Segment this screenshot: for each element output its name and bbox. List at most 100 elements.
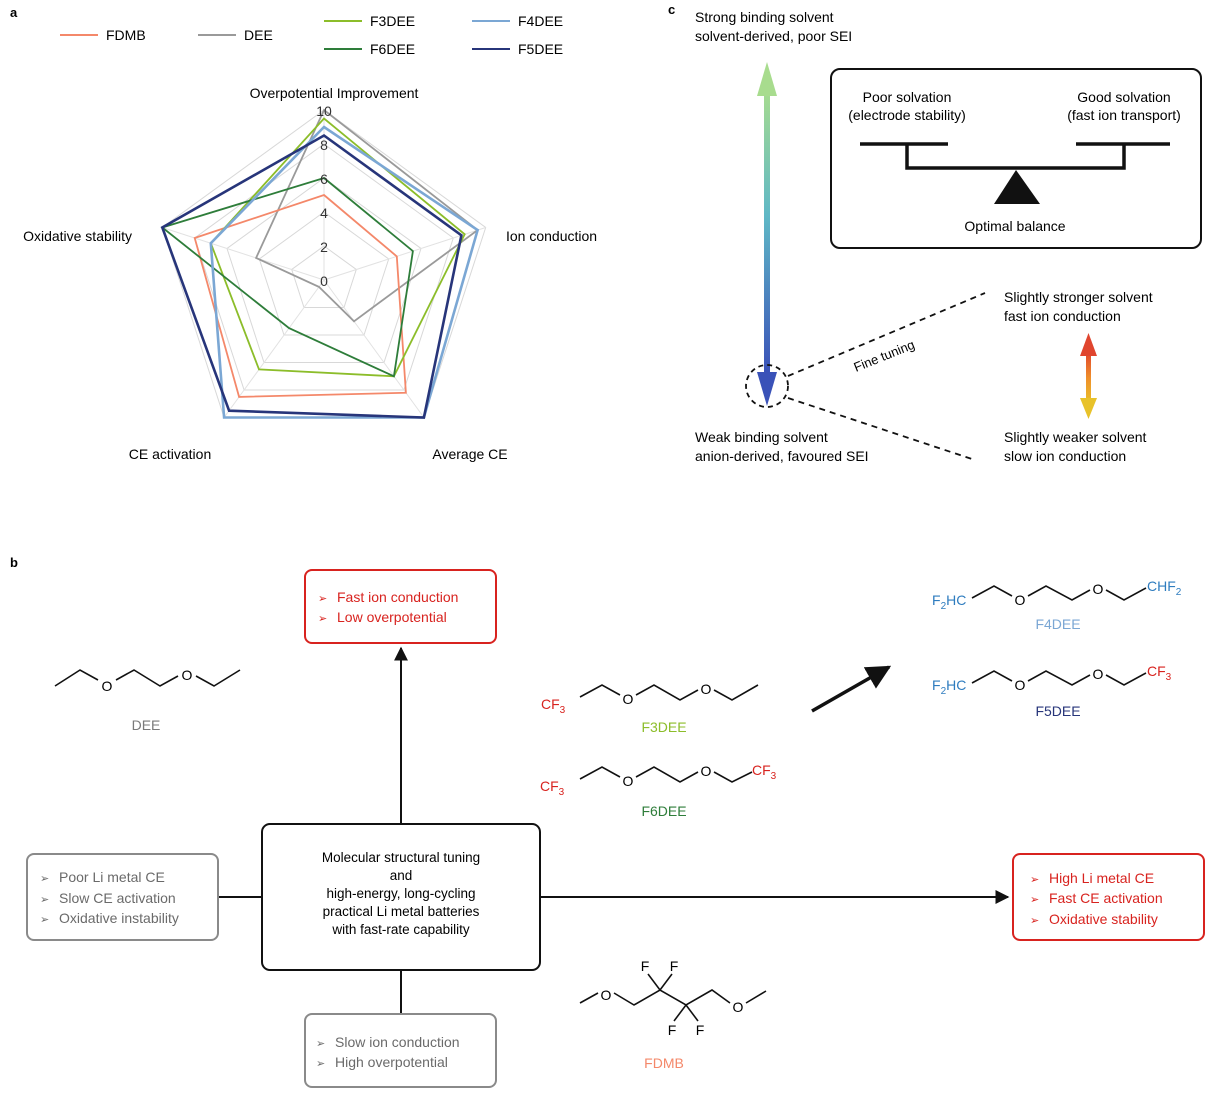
dee-oxygen-2: O xyxy=(182,667,193,683)
f3dee-cf-text: CF xyxy=(541,696,560,712)
top-item-2: Low overpotential xyxy=(337,609,447,625)
weak-binding-subtitle: anion-derived, favoured SEI xyxy=(695,448,869,464)
good-solvation-sublabel: (fast ion transport) xyxy=(1067,107,1181,123)
fine-arrow-head-down xyxy=(1080,398,1097,419)
fine-tuning-label: Fine tuning xyxy=(852,337,917,375)
radar-spoke xyxy=(323,227,486,281)
legend-label-fdmb: FDMB xyxy=(106,27,146,43)
fulcrum-icon xyxy=(994,170,1040,204)
bullet-icon: ➢ xyxy=(316,1058,325,1070)
left-item-3: Oxidative instability xyxy=(59,910,179,926)
bottom-item-2: High overpotential xyxy=(335,1054,448,1070)
panel-b: b Molecular structural tuning and high-e… xyxy=(10,555,1205,1088)
stronger-solvent-title: Slightly stronger solvent xyxy=(1004,289,1153,305)
balance-scale-icon xyxy=(860,142,1170,170)
molecule-f4dee: F2HC O O CHF2 F4DEE xyxy=(932,578,1182,632)
f6dee-cf-text-right: CF xyxy=(752,762,771,778)
axis-label-oxidative-stability: Oxidative stability xyxy=(23,228,132,244)
bottom-box xyxy=(304,1013,497,1088)
bullet-icon: ➢ xyxy=(318,613,327,625)
f6dee-cf-text-left: CF xyxy=(540,778,559,794)
panel-label-c: c xyxy=(668,2,675,17)
series-dee xyxy=(254,108,480,323)
radar-tick-label: 2 xyxy=(320,239,328,255)
radar-tick-label: 10 xyxy=(316,103,332,119)
f5dee-f-text: F xyxy=(932,677,941,693)
f5dee-oxygen-1: O xyxy=(1015,677,1026,693)
legend-label-dee: DEE xyxy=(244,27,273,43)
f5dee-f2hc-left: F2HC xyxy=(932,677,966,697)
molecule-f3dee: CF3 O O F3DEE xyxy=(541,681,759,735)
fdmb-name: FDMB xyxy=(644,1055,684,1071)
left-item-1: Poor Li metal CE xyxy=(59,869,165,885)
panel-a: a FDMB DEE F3DEE F4DEE F6DEE xyxy=(10,5,597,462)
molecule-f5dee: F2HC O O CF3 F5DEE xyxy=(932,663,1172,719)
arrow-head-up xyxy=(757,62,777,96)
f5dee-cf-text: CF xyxy=(1147,663,1166,679)
series-f5dee xyxy=(160,133,463,419)
strong-binding-subtitle: solvent-derived, poor SEI xyxy=(695,28,852,44)
f3dee-oxygen-2: O xyxy=(701,681,712,697)
radar-grid-ring xyxy=(194,143,454,391)
center-box-text: Molecular structural tuning and high-ene… xyxy=(322,850,480,937)
series-f4dee xyxy=(209,125,480,419)
f3dee-cf-subscript: 3 xyxy=(560,705,566,716)
left-box-items: ➢ Poor Li metal CE ➢ Slow CE activation … xyxy=(40,869,179,926)
radar-tick-label: 8 xyxy=(320,137,328,153)
radar-axis-labels: Overpotential Improvement Ion conduction… xyxy=(23,85,597,462)
bullet-icon: ➢ xyxy=(40,914,49,926)
f4dee-name: F4DEE xyxy=(1035,616,1080,632)
legend-label-f3dee: F3DEE xyxy=(370,13,415,29)
bullet-icon: ➢ xyxy=(316,1038,325,1050)
radar-spoke xyxy=(162,227,325,281)
center-line-1: Molecular structural tuning xyxy=(322,850,480,865)
legend: FDMB DEE F3DEE F4DEE F6DEE F5DEE xyxy=(60,13,563,57)
legend-item-f6dee: F6DEE xyxy=(324,41,415,57)
axis-label-overpotential: Overpotential Improvement xyxy=(250,85,419,101)
center-line-4: practical Li metal batteries xyxy=(323,904,480,919)
f4dee-chf-text: CHF xyxy=(1147,578,1176,594)
series-f6dee xyxy=(160,176,414,378)
panel-label-a: a xyxy=(10,5,18,20)
fdmb-fluorine-1: F xyxy=(641,958,650,974)
good-solvation-label: Good solvation xyxy=(1077,89,1170,105)
dee-oxygen-1: O xyxy=(102,678,113,694)
legend-item-f3dee: F3DEE xyxy=(324,13,415,29)
axis-label-average-ce: Average CE xyxy=(432,446,507,462)
left-box xyxy=(26,853,219,941)
f4dee-oxygen-2: O xyxy=(1093,581,1104,597)
bottom-item-1: Slow ion conduction xyxy=(335,1034,460,1050)
f4dee-chf-subscript: 2 xyxy=(1176,587,1182,598)
f3dee-name: F3DEE xyxy=(641,719,686,735)
arrow-f3dee-to-f4dee xyxy=(811,665,892,713)
series-fdmb xyxy=(193,193,407,398)
fdmb-oxygen-1: O xyxy=(601,987,612,1003)
dashed-line-upper xyxy=(787,292,986,377)
fdmb-fluorine-4: F xyxy=(696,1022,705,1038)
weaker-solvent-title: Slightly weaker solvent xyxy=(1004,429,1147,445)
bullet-icon: ➢ xyxy=(40,894,49,906)
center-line-5: with fast-rate capability xyxy=(331,922,470,937)
bullet-icon: ➢ xyxy=(1030,915,1039,927)
f5dee-hc-text: HC xyxy=(946,677,966,693)
balance-box xyxy=(830,68,1202,249)
legend-label-f5dee: F5DEE xyxy=(518,41,563,57)
poor-solvation-label: Poor solvation xyxy=(863,89,952,105)
f4dee-hc-text: HC xyxy=(946,592,966,608)
radar-grid-ring xyxy=(258,211,390,336)
legend-label-f4dee: F4DEE xyxy=(518,13,563,29)
f6dee-cf3-left: CF3 xyxy=(540,778,565,798)
fdmb-fluorine-2: F xyxy=(670,958,679,974)
f4dee-f2hc-left: F2HC xyxy=(932,592,966,612)
legend-label-f6dee: F6DEE xyxy=(370,41,415,57)
bottom-box-items: ➢ Slow ion conduction ➢ High overpotenti… xyxy=(316,1034,460,1070)
weaker-solvent-subtitle: slow ion conduction xyxy=(1004,448,1126,464)
f6dee-name: F6DEE xyxy=(641,803,686,819)
f6dee-cf-subscript-left: 3 xyxy=(559,787,565,798)
f6dee-cf-subscript-right: 3 xyxy=(771,771,777,782)
optimal-balance-label: Optimal balance xyxy=(964,218,1065,234)
poor-solvation-sublabel: (electrode stability) xyxy=(848,107,966,123)
bullet-icon: ➢ xyxy=(40,873,49,885)
